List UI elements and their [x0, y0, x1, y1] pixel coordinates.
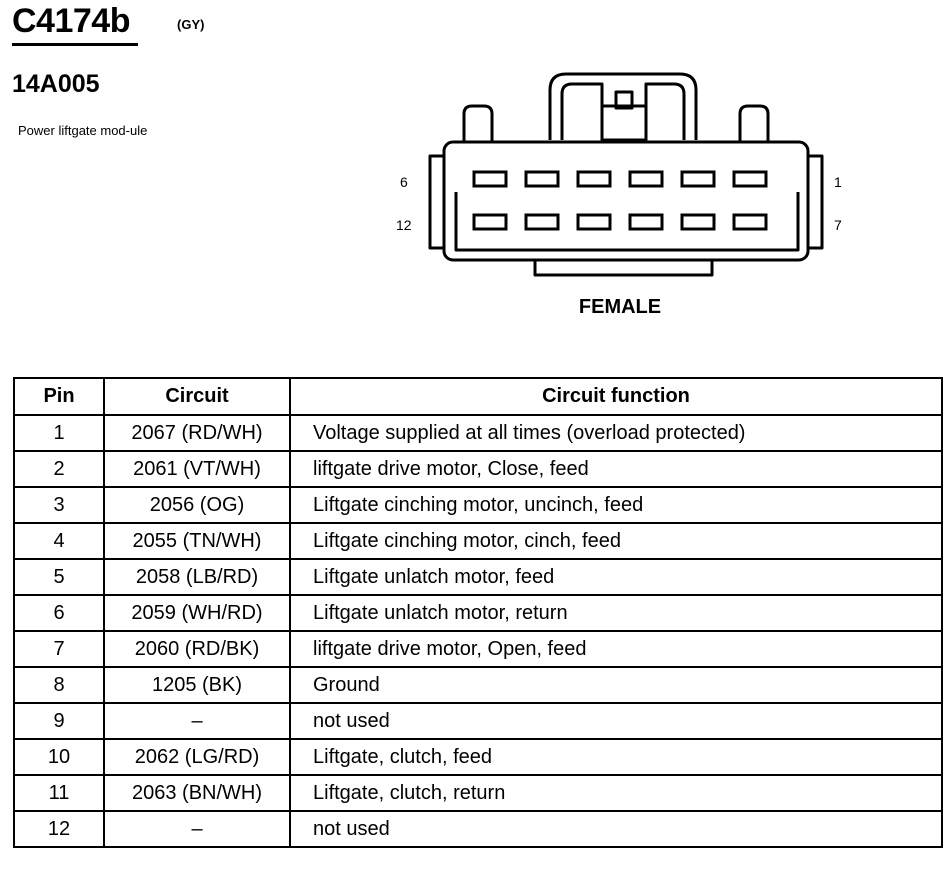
connector-id: C4174b	[12, 2, 130, 40]
pin-cavity	[732, 170, 768, 188]
function-cell: Voltage supplied at all times (overload …	[289, 414, 943, 452]
function-cell: not used	[289, 810, 943, 848]
pin-cell: 1	[13, 414, 105, 452]
column-header-pin: Pin	[13, 377, 105, 416]
pin-cavity	[628, 213, 664, 231]
connector-housing	[442, 140, 810, 262]
connector-latch	[548, 72, 698, 140]
function-cell: not used	[289, 702, 943, 740]
pin-cavity	[524, 213, 560, 231]
connector-diagram: 6 12 1 7 FEMALE	[396, 72, 842, 318]
table-row: 12–not used	[13, 810, 943, 848]
pin-cell: 3	[13, 486, 105, 524]
circuit-cell: 2060 (RD/BK)	[103, 630, 291, 668]
gender-label: FEMALE	[579, 296, 661, 318]
pin-cell: 2	[13, 450, 105, 488]
pin-cavity	[576, 213, 612, 231]
circuit-cell: 1205 (BK)	[103, 666, 291, 704]
circuit-cell: 2067 (RD/WH)	[103, 414, 291, 452]
circuit-cell: 2061 (VT/WH)	[103, 450, 291, 488]
pin-label-1: 1	[834, 174, 842, 190]
circuit-cell: –	[103, 810, 291, 848]
pin-cell: 9	[13, 702, 105, 740]
pin-cavity	[472, 170, 508, 188]
circuit-cell: 2062 (LG/RD)	[103, 738, 291, 776]
color-code: (GY)	[177, 17, 205, 32]
pin-cell: 11	[13, 774, 105, 812]
pin-cell: 4	[13, 522, 105, 560]
circuit-cell: 2056 (OG)	[103, 486, 291, 524]
pin-cavity	[628, 170, 664, 188]
pin-label-6: 6	[400, 174, 408, 190]
connector-post-right	[738, 104, 770, 142]
pin-cell: 10	[13, 738, 105, 776]
table-header-row: Pin Circuit Circuit function	[13, 377, 943, 416]
pin-cavity	[524, 170, 560, 188]
function-cell: liftgate drive motor, Close, feed	[289, 450, 943, 488]
function-cell: Ground	[289, 666, 943, 704]
function-cell: Liftgate cinching motor, uncinch, feed	[289, 486, 943, 524]
connector-post-left	[462, 104, 494, 142]
pin-cavity	[576, 170, 612, 188]
column-header-function: Circuit function	[289, 377, 943, 416]
function-cell: Liftgate unlatch motor, return	[289, 594, 943, 632]
circuit-cell: –	[103, 702, 291, 740]
pin-cell: 8	[13, 666, 105, 704]
module-description: Power liftgate mod-ule	[18, 123, 148, 138]
pin-label-7: 7	[834, 217, 842, 233]
function-cell: Liftgate, clutch, return	[289, 774, 943, 812]
pin-cavity	[472, 213, 508, 231]
column-header-circuit: Circuit	[103, 377, 291, 416]
pin-cell: 7	[13, 630, 105, 668]
function-cell: Liftgate cinching motor, cinch, feed	[289, 522, 943, 560]
connector-ear-left	[428, 154, 444, 250]
pin-cell: 6	[13, 594, 105, 632]
pin-cell: 5	[13, 558, 105, 596]
function-cell: liftgate drive motor, Open, feed	[289, 630, 943, 668]
circuit-cell: 2058 (LB/RD)	[103, 558, 291, 596]
pin-cavity	[680, 170, 716, 188]
pin-label-12: 12	[396, 217, 412, 233]
circuit-cell: 2055 (TN/WH)	[103, 522, 291, 560]
pin-cavity	[680, 213, 716, 231]
connector-foot	[533, 260, 714, 277]
connector-id-underline	[12, 43, 138, 46]
circuit-cell: 2059 (WH/RD)	[103, 594, 291, 632]
function-cell: Liftgate unlatch motor, feed	[289, 558, 943, 596]
table-row: 9–not used	[13, 702, 943, 740]
cavity-grid	[472, 170, 768, 231]
part-number: 14A005	[12, 70, 100, 98]
function-cell: Liftgate, clutch, feed	[289, 738, 943, 776]
pin-cell: 12	[13, 810, 105, 848]
circuit-cell: 2063 (BN/WH)	[103, 774, 291, 812]
connector-ear-right	[808, 154, 824, 250]
pin-cavity	[732, 213, 768, 231]
